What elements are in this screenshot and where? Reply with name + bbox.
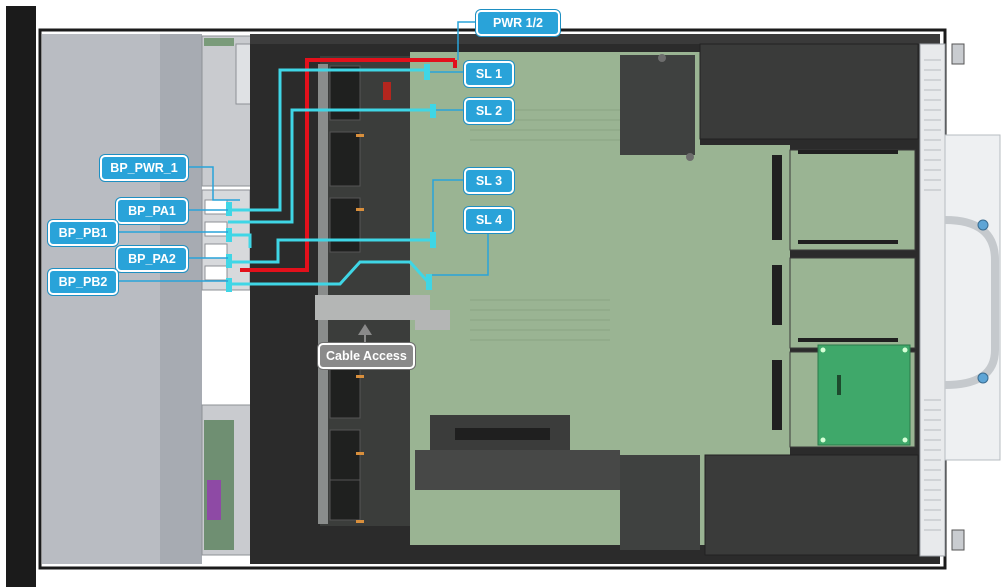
riser-card (817, 344, 911, 446)
backplane-green-strip (204, 38, 234, 46)
label-bp-pa1: BP_PA1 (116, 198, 188, 224)
psu-bottom (704, 454, 919, 556)
label-bp-pwr-1: BP_PWR_1 (100, 155, 188, 181)
label-bp-pb1: BP_PB1 (48, 220, 118, 246)
cable-channel (318, 64, 328, 524)
top-edge (250, 34, 940, 44)
riser-slot-middle (789, 257, 916, 349)
front-rail (6, 6, 36, 587)
rear-tab (951, 529, 965, 551)
rear-vents (924, 59, 941, 531)
rear-panel (919, 43, 946, 557)
label-sl4: SL 4 (464, 207, 514, 233)
rear-latch (977, 372, 989, 384)
heatsink-screw (658, 54, 666, 62)
label-sl1: SL 1 (464, 61, 514, 87)
riser-dot (820, 437, 826, 443)
cable-access-arrow (358, 324, 372, 335)
fan-red-mark (383, 82, 391, 100)
fan-modules (329, 65, 361, 521)
riser-slot-upper (789, 149, 916, 251)
backplane-port (204, 199, 228, 215)
label-cable-access: Cable Access (318, 343, 415, 369)
rear-latch (977, 219, 989, 231)
label-bp-pa2: BP_PA2 (116, 246, 188, 272)
label-pwr: PWR 1/2 (476, 10, 560, 36)
leader-lines (110, 21, 489, 282)
pcie-slot-inner (455, 428, 550, 440)
riser-dot (820, 347, 826, 353)
riser-chip (837, 375, 841, 395)
drive-bay-shade (160, 34, 202, 564)
label-sl3: SL 3 (464, 168, 514, 194)
backplane-port (204, 221, 228, 237)
riser-connectors (772, 150, 898, 430)
psu-top (699, 43, 919, 140)
label-bp-pb2: BP_PB2 (48, 269, 118, 295)
rear-tab (951, 43, 965, 65)
heatsink-screw (686, 153, 694, 161)
backplane-port (204, 243, 228, 259)
red-power-cable (240, 58, 455, 272)
riser-dot (902, 437, 908, 443)
label-sl2: SL 2 (464, 98, 514, 124)
lower-board-block (415, 450, 620, 490)
rear-handle (944, 216, 999, 389)
backplane-purple-chip (207, 480, 221, 520)
cable-access-cover (315, 295, 450, 330)
cyan-cables (228, 68, 435, 286)
heatsink-bottom (620, 455, 700, 550)
heatsink-top (620, 55, 695, 155)
rear-bracket (944, 134, 1001, 461)
backplane-port (204, 265, 228, 281)
riser-dot (902, 347, 908, 353)
cyan-connectors (226, 64, 436, 292)
